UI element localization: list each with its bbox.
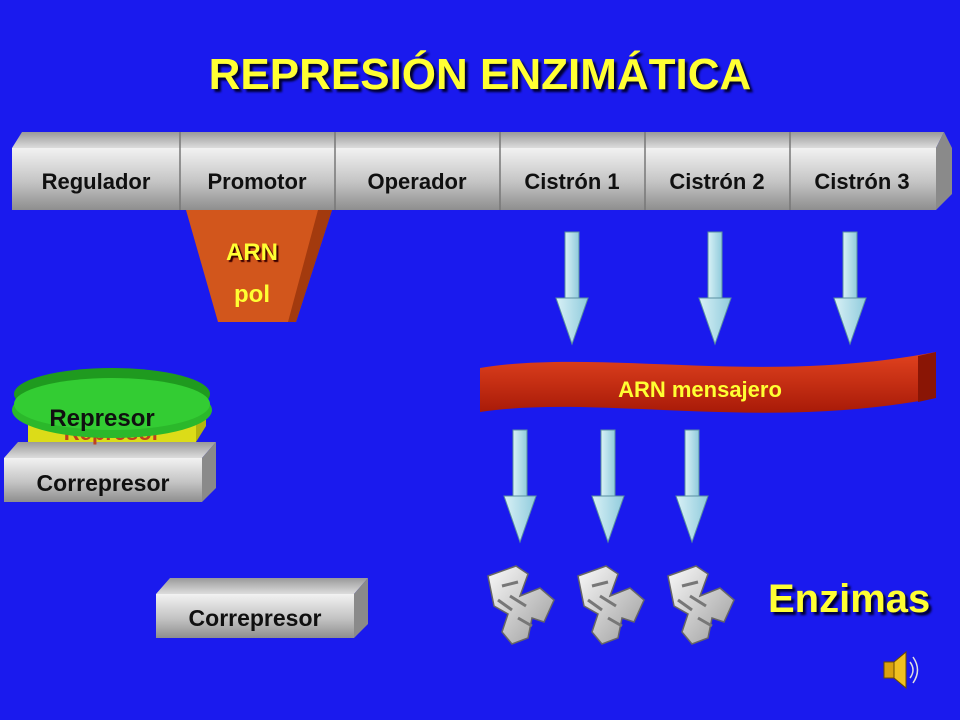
segment-cistron-2: Cistrón 2: [669, 169, 764, 194]
enzyme-icon: [666, 564, 736, 646]
corepressor-free-label: Correpresor: [189, 605, 322, 631]
segment-cistron-1: Cistrón 1: [524, 169, 619, 194]
gene-bar-front: [12, 148, 936, 210]
repressor-label: Represor: [49, 405, 154, 432]
arrow-cistron-3: [833, 231, 867, 345]
gene-bar-top: [12, 132, 944, 148]
segment-operador: Operador: [367, 169, 466, 194]
arn-pol-label-2: pol: [234, 281, 270, 308]
segment-cistron-3: Cistrón 3: [814, 169, 909, 194]
arrow-enzyme-3: [675, 429, 709, 543]
gene-labels: Regulador Promotor Operador Cistrón 1 Ci…: [42, 169, 910, 194]
enzymes-label: Enzimas: [768, 577, 930, 621]
corepressor-free: Correpresor: [156, 578, 368, 638]
enzyme-icon: [576, 564, 646, 646]
enzyme-icon: [486, 564, 556, 646]
segment-regulador: Regulador: [42, 169, 151, 194]
mrna-ribbon: ARN mensajero: [480, 352, 936, 413]
gene-bar-side: [936, 132, 952, 210]
arrow-cistron-1: [555, 231, 589, 345]
corepressor-bound-label: Correpresor: [37, 470, 170, 496]
segment-promotor: Promotor: [208, 169, 307, 194]
speaker-icon[interactable]: [883, 650, 919, 690]
slide-title: REPRESIÓN ENZIMÁTICA: [208, 50, 752, 99]
arn-pol: ARN pol: [186, 210, 332, 322]
arn-pol-label-1: ARN: [226, 239, 278, 266]
arrow-enzyme-1: [503, 429, 537, 543]
repressor-complex: Correpresor Represor Represor: [4, 368, 216, 502]
arrow-cistron-2: [698, 231, 732, 345]
mrna-label: ARN mensajero: [618, 377, 782, 402]
arrow-enzyme-2: [591, 429, 625, 543]
gene-dividers: [179, 132, 791, 210]
